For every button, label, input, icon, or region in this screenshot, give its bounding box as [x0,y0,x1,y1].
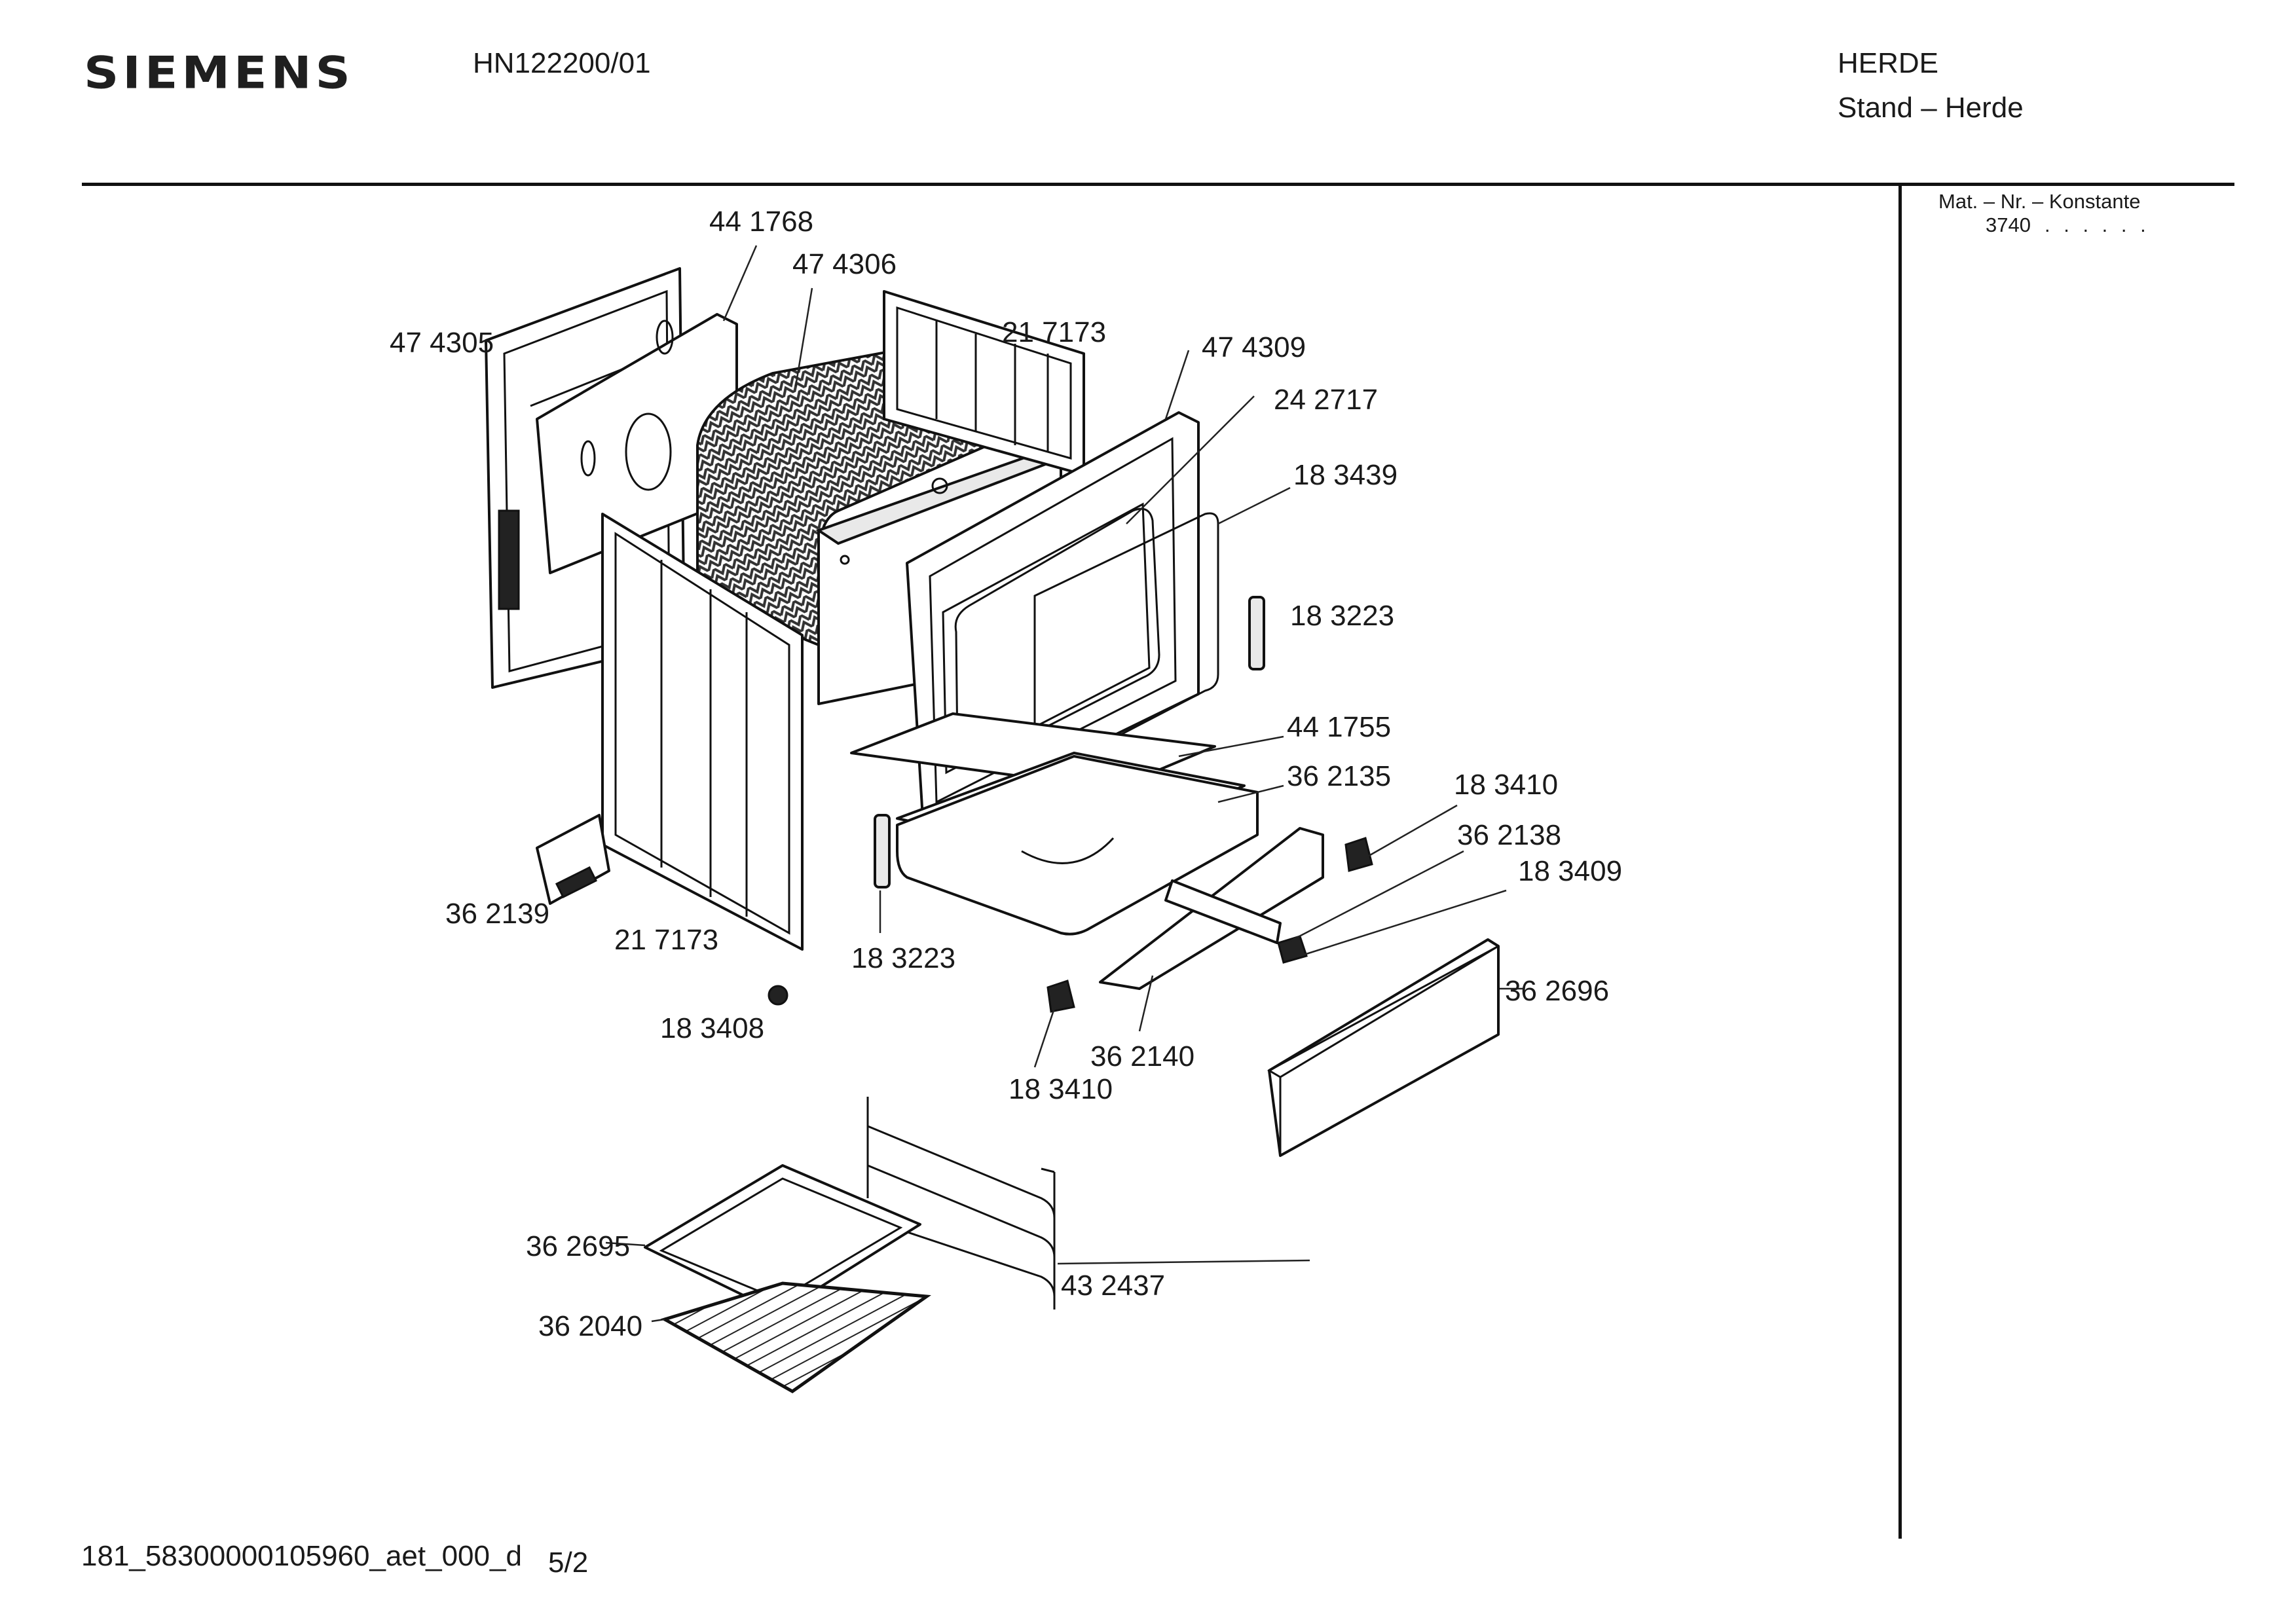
hinge-right [1248,596,1265,670]
part-label: 36 2138 [1457,819,1561,851]
part-label: 36 2140 [1090,1040,1194,1072]
baking-tray [644,1164,921,1314]
oven-bottom-tray [896,755,1259,936]
hinge-left [874,814,891,888]
document-id: 181_58300000105960_aet_000_d [81,1540,522,1572]
part-label: 43 2437 [1061,1270,1165,1302]
side-panel-front [601,513,804,951]
page-number: 5/2 [548,1547,589,1579]
part-label: 18 3410 [1454,769,1558,801]
part-label: 47 4306 [792,248,897,280]
part-label: 24 2717 [1274,384,1378,416]
part-label: 47 4309 [1202,331,1306,363]
header-divider [82,183,2234,186]
left-bracket [536,814,610,905]
brand-logo: SIEMENS [84,47,354,100]
part-label: 18 3223 [851,942,955,974]
part-label: 36 2040 [538,1310,642,1342]
model-number: HN122200/01 [473,47,651,79]
part-label: 47 4305 [390,327,494,359]
material-constant-dots: . . . . . . [2045,213,2150,236]
part-label: 36 2135 [1287,760,1391,792]
part-label: 44 1768 [709,206,813,238]
part-label: 36 2695 [526,1230,630,1262]
side-rack [866,1097,1056,1310]
side-panel-rear [883,290,1085,476]
part-label: 36 2696 [1505,975,1609,1007]
part-label: 18 3410 [1009,1073,1113,1105]
material-number-heading: Mat. – Nr. – Konstante [1938,190,2141,213]
side-panel-divider [1898,185,1902,1539]
rail-bracket [1046,827,1373,1013]
subcategory-title: Stand – Herde [1838,92,2024,124]
part-labels: 44 1768 47 4306 47 4305 21 7173 47 4309 … [390,206,1622,1342]
foot [768,985,788,1006]
part-label: 18 3439 [1293,459,1398,491]
drawer-front-panel [1267,938,1500,1157]
material-constant-value: 3740 [1986,213,2031,236]
oven-grid [660,1281,931,1393]
part-label: 36 2139 [445,898,549,930]
part-label: 44 1755 [1287,711,1391,743]
leader-lines [605,245,1523,1323]
part-label: 18 3223 [1290,600,1394,632]
part-label: 21 7173 [1002,316,1106,348]
category-title: HERDE [1838,47,1939,79]
part-label: 18 3409 [1518,855,1622,887]
part-label: 18 3408 [660,1012,764,1044]
part-label: 21 7173 [614,924,718,956]
